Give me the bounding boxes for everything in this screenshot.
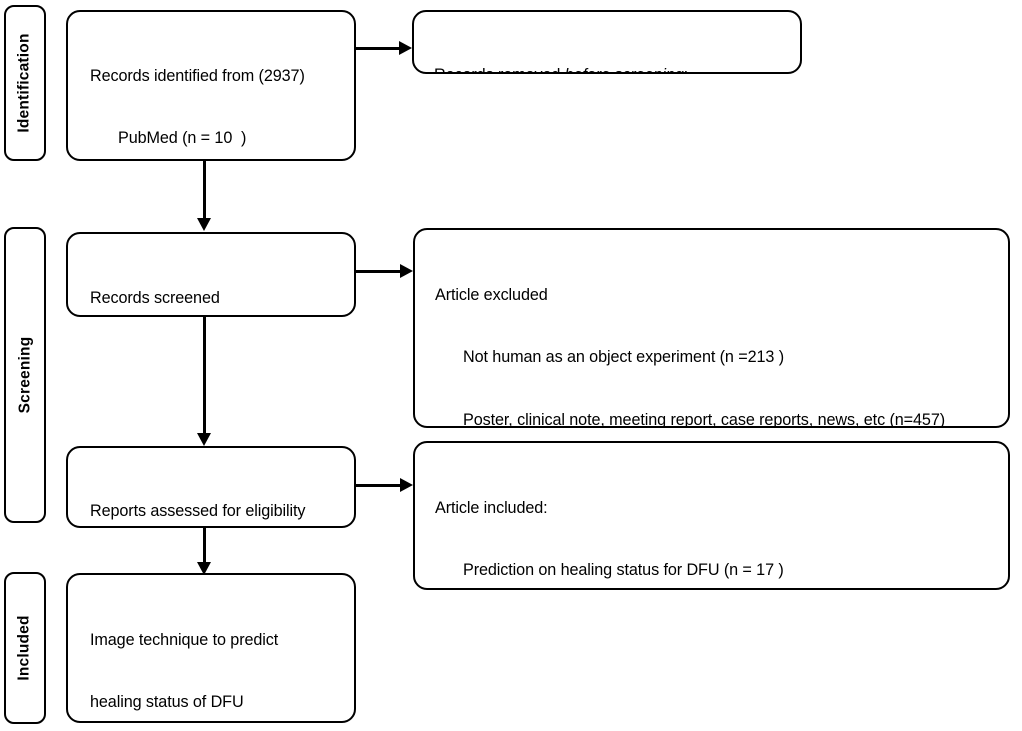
box-articles-excluded-screening: Article excluded Not human as an object …	[413, 228, 1010, 428]
records-removed-header-italic: before screening	[565, 66, 684, 72]
included-results-header-line-2: healing status of DFU	[90, 693, 244, 712]
records-identified-header: Records identified from (2937)	[90, 66, 305, 85]
box-reports-assessed: Reports assessed for eligibility (full t…	[66, 446, 356, 528]
articles-excluded-header: Article excluded	[435, 285, 548, 304]
connector-identification-to-removed-arrowhead	[399, 40, 412, 55]
connector-identification-to-screened-arrowhead	[197, 218, 211, 231]
records-removed-header: Records removed before screening:	[434, 65, 800, 72]
stage-label-identification-text: Identification	[16, 33, 33, 133]
records-identified-line-1: PubMed (n = 10 )	[118, 129, 247, 148]
articles-excluded-line-1: Not human as an object experiment (n =21…	[463, 348, 784, 367]
connector-assessed-to-included-arrowhead	[197, 562, 211, 575]
connector-identification-to-removed-line	[356, 46, 400, 50]
records-screened-line-1: Records screened	[90, 288, 220, 307]
stage-label-identification: Identification	[4, 5, 46, 161]
connector-screened-to-excluded-line	[356, 269, 401, 273]
connector-assessed-to-outcome-line	[356, 484, 401, 487]
connector-assessed-to-outcome-arrowhead	[400, 478, 413, 492]
connector-identification-to-screened-line	[203, 161, 206, 219]
eligibility-included-line-1: Prediction on healing status for DFU (n …	[463, 561, 784, 580]
connector-screened-to-assessed-arrowhead	[197, 433, 211, 446]
connector-assessed-to-included-line	[203, 528, 206, 564]
stage-label-included: Included	[4, 572, 46, 724]
box-records-removed: Records removed before screening: Duplic…	[412, 10, 802, 74]
stage-label-screening: Screening	[4, 227, 46, 523]
box-records-screened: Records screened (title and abstract) (n…	[66, 232, 356, 317]
articles-excluded-line-2: Poster, clinical note, meeting report, c…	[463, 410, 946, 428]
box-records-identified: Records identified from (2937) PubMed (n…	[66, 10, 356, 161]
stage-label-included-text: Included	[16, 615, 34, 681]
box-included-results: Image technique to predict healing statu…	[66, 573, 356, 723]
box-eligibility-outcome: Article included: Prediction on healing …	[413, 441, 1010, 590]
connector-screened-to-excluded-arrowhead	[400, 263, 413, 278]
included-results-header-line-1: Image technique to predict	[90, 630, 279, 649]
connector-screened-to-assessed-line	[203, 317, 206, 435]
eligibility-included-header: Article included:	[435, 498, 548, 517]
reports-assessed-line-1: Reports assessed for eligibility	[90, 501, 306, 520]
stage-label-screening-text: Screening	[16, 336, 33, 414]
